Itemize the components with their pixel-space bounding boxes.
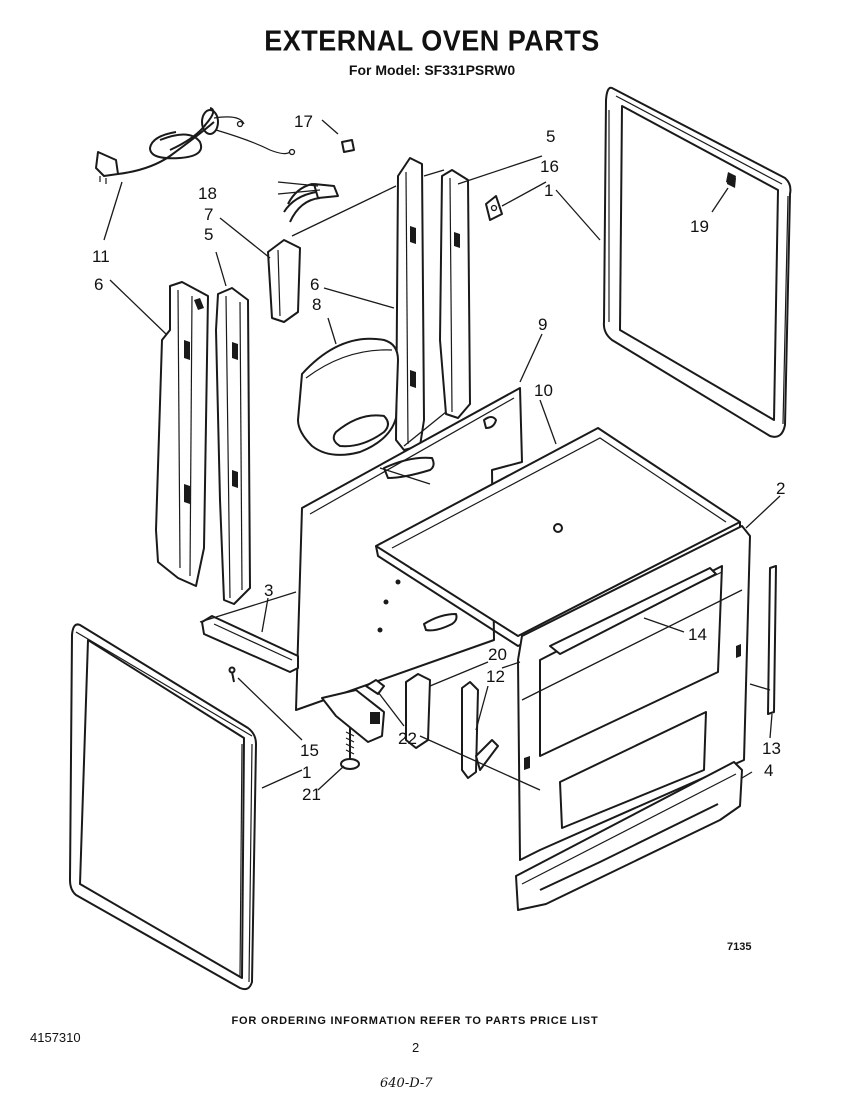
callout-3: 3 bbox=[264, 581, 273, 600]
callout-5-right: 5 bbox=[546, 127, 555, 146]
leader-lines bbox=[103, 119, 781, 791]
part-leveling-leg bbox=[340, 728, 360, 770]
part-bracket-right bbox=[439, 169, 471, 419]
callout-1-upper: 1 bbox=[544, 181, 553, 200]
callout-4: 4 bbox=[764, 761, 773, 780]
callout-labels: 17 18 7 5 11 6 6 8 5 16 1 19 9 10 2 3 14… bbox=[92, 112, 785, 804]
callout-11: 11 bbox=[92, 247, 110, 266]
callout-15: 15 bbox=[300, 741, 319, 760]
callout-6-middle: 6 bbox=[310, 275, 319, 294]
part-side-panel-lower bbox=[69, 623, 257, 991]
page-number: 2 bbox=[412, 1040, 420, 1055]
part-screw bbox=[228, 666, 236, 683]
callout-5-left: 5 bbox=[204, 225, 213, 244]
callout-8: 8 bbox=[312, 295, 321, 314]
page-title: EXTERNAL OVEN PARTS bbox=[264, 25, 600, 57]
callout-20: 20 bbox=[488, 645, 507, 664]
part-front-frame bbox=[517, 525, 751, 861]
callout-6-left: 6 bbox=[94, 275, 103, 294]
part-rail-middle bbox=[395, 157, 425, 451]
callout-9: 9 bbox=[538, 315, 547, 334]
callout-13: 13 bbox=[762, 739, 781, 758]
callout-10: 10 bbox=[534, 381, 553, 400]
part-side-panel-upper bbox=[602, 86, 792, 438]
part-bottom-rail bbox=[201, 615, 299, 673]
part-power-cord bbox=[95, 107, 296, 184]
callout-14: 14 bbox=[688, 625, 707, 644]
part-wire-harness bbox=[283, 183, 339, 223]
part-trim-strip bbox=[549, 567, 717, 655]
part-side-strip bbox=[767, 565, 777, 715]
part-knob bbox=[341, 139, 355, 153]
callout-18: 18 bbox=[198, 184, 217, 203]
callout-16: 16 bbox=[540, 157, 559, 176]
callout-7: 7 bbox=[204, 205, 213, 224]
callout-1-lower: 1 bbox=[302, 763, 311, 782]
part-hinge-bracket bbox=[461, 681, 499, 779]
part-bracket-clip bbox=[485, 195, 503, 221]
callout-12: 12 bbox=[486, 667, 505, 686]
callout-2: 2 bbox=[776, 479, 785, 498]
part-panel-clip bbox=[727, 174, 736, 188]
part-lower-bracket bbox=[321, 689, 385, 743]
part-bracket-left bbox=[215, 287, 251, 605]
part-vent-duct bbox=[297, 337, 399, 456]
document-id: 4157310 bbox=[30, 1030, 81, 1045]
ordering-info-note: FOR ORDERING INFORMATION REFER TO PARTS … bbox=[231, 1015, 599, 1027]
callout-19: 19 bbox=[690, 217, 709, 236]
part-kick-plate bbox=[515, 761, 743, 911]
callout-17: 17 bbox=[294, 112, 313, 131]
part-mount-bracket bbox=[267, 239, 301, 323]
handwritten-note: 640-D-7 bbox=[380, 1076, 433, 1091]
callout-21: 21 bbox=[302, 785, 321, 804]
part-clip bbox=[365, 679, 385, 695]
part-rail-left bbox=[155, 281, 209, 587]
model-subtitle: For Model: SF331PSRW0 bbox=[348, 62, 516, 78]
diagram-ref-code: 7135 bbox=[727, 941, 752, 953]
callout-22: 22 bbox=[398, 729, 417, 748]
assembly-guide-lines bbox=[199, 169, 771, 791]
